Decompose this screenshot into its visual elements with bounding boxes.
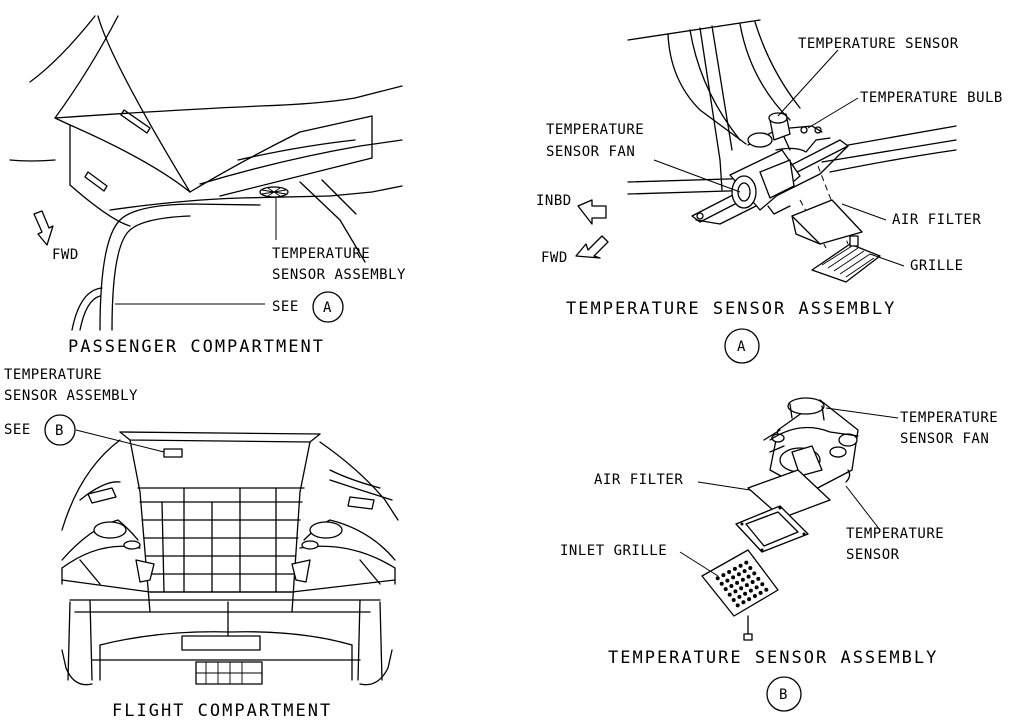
grille-hole bbox=[725, 578, 730, 583]
detail-a-view: TEMPERATURE SENSOR TEMPERATURE BULB TEMP… bbox=[536, 19, 1003, 364]
see-b-callout[interactable] bbox=[44, 414, 76, 446]
see-a-ref: A bbox=[323, 300, 332, 316]
grille-hole bbox=[760, 582, 765, 587]
a-air-filter-label: AIR FILTER bbox=[892, 212, 981, 228]
inlet-grille-shape bbox=[701, 549, 779, 617]
b-sensor-label-1: TEMPERATURE bbox=[846, 526, 944, 542]
grille-hole bbox=[731, 575, 736, 580]
grille-hole bbox=[748, 566, 753, 570]
flight-compartment-view: TEMPERATURE SENSOR ASSEMBLY SEE B bbox=[4, 367, 399, 721]
grille-hole bbox=[750, 580, 755, 584]
grille-hole bbox=[735, 603, 740, 608]
grille-hole bbox=[727, 570, 732, 574]
grille-hole bbox=[740, 577, 745, 582]
grille-hole bbox=[729, 584, 734, 588]
see-b-ref: B bbox=[55, 423, 64, 439]
passenger-compartment-view: FWD TEMPERATURE SENSOR ASSEMBLY SEE A PA… bbox=[9, 15, 406, 357]
grille-hole bbox=[743, 591, 748, 596]
b-sensor-label-2: SENSOR bbox=[846, 547, 900, 563]
grille-hole bbox=[756, 576, 761, 581]
b-inlet-grille-label: INLET GRILLE bbox=[560, 543, 667, 559]
detail-a-title: TEMPERATURE SENSOR ASSEMBLY bbox=[566, 299, 896, 319]
inbd-arrow-icon bbox=[577, 199, 607, 225]
passenger-assembly-label-1: TEMPERATURE bbox=[272, 246, 370, 262]
grille-hole bbox=[754, 585, 759, 590]
detail-b-ref: B bbox=[779, 687, 788, 703]
b-air-filter-label: AIR FILTER bbox=[594, 472, 683, 488]
a-grille-label: GRILLE bbox=[910, 258, 964, 274]
grille-hole bbox=[747, 597, 752, 602]
grille-hole bbox=[752, 594, 757, 598]
see-a-callout[interactable] bbox=[312, 291, 344, 323]
grille-hole bbox=[727, 592, 732, 597]
passenger-compartment-title: PASSENGER COMPARTMENT bbox=[68, 337, 325, 357]
grille-hole bbox=[721, 573, 726, 578]
a-temperature-bulb-label: TEMPERATURE BULB bbox=[860, 90, 1003, 106]
flight-assembly-label-2: SENSOR ASSEMBLY bbox=[4, 388, 138, 404]
flight-assembly-label-1: TEMPERATURE bbox=[4, 367, 102, 383]
a-sensor-fan-label-1: TEMPERATURE bbox=[546, 122, 644, 138]
grille-hole bbox=[752, 571, 757, 576]
b-sensor-fan-label-1: TEMPERATURE bbox=[900, 410, 998, 426]
grille-hole bbox=[741, 600, 746, 605]
b-sensor-fan-label-2: SENSOR FAN bbox=[900, 431, 989, 447]
grille-hole bbox=[732, 566, 737, 571]
detail-b-ref-circle bbox=[766, 676, 802, 712]
passenger-see-label: SEE bbox=[272, 299, 299, 315]
grille-hole bbox=[746, 574, 751, 579]
fwd-arrow-icon bbox=[33, 210, 54, 246]
a-sensor-fan-label-2: SENSOR FAN bbox=[546, 144, 635, 160]
grille-hole bbox=[715, 576, 720, 581]
detail-b-view: TEMPERATURE SENSOR FAN AIR FILTER TEMPER… bbox=[560, 397, 998, 712]
grille-hole bbox=[758, 590, 763, 595]
grille-hole bbox=[733, 589, 738, 594]
grille-hole bbox=[744, 583, 749, 588]
flight-sensor-grille bbox=[163, 448, 183, 458]
flight-compartment-title: FLIGHT COMPARTMENT bbox=[112, 701, 332, 721]
detail-b-title: TEMPERATURE SENSOR ASSEMBLY bbox=[608, 648, 938, 668]
grille-hole bbox=[738, 563, 743, 568]
passenger-assembly-label-2: SENSOR ASSEMBLY bbox=[272, 267, 406, 283]
detail-a-ref-circle bbox=[724, 328, 760, 364]
inbd-label: INBD bbox=[536, 193, 572, 209]
grille-hole bbox=[739, 586, 744, 591]
fwd-label: FWD bbox=[52, 247, 79, 263]
fwd-arrow-a-icon bbox=[575, 235, 609, 259]
grille-hole bbox=[723, 587, 728, 592]
a-temperature-sensor-label: TEMPERATURE SENSOR bbox=[798, 36, 959, 52]
detail-a-ref: A bbox=[737, 339, 746, 355]
grille-hole bbox=[748, 588, 753, 593]
flight-see-label: SEE bbox=[4, 422, 31, 438]
grille-hole bbox=[719, 581, 724, 586]
grille-hole bbox=[744, 560, 749, 565]
grille-hole bbox=[764, 587, 769, 592]
grille-hole bbox=[736, 572, 741, 577]
grille-hole bbox=[742, 569, 747, 574]
grille-hole bbox=[731, 598, 736, 602]
grille-hole bbox=[737, 594, 742, 599]
grille-hole bbox=[735, 580, 740, 585]
fwd-label-a: FWD bbox=[541, 250, 568, 266]
